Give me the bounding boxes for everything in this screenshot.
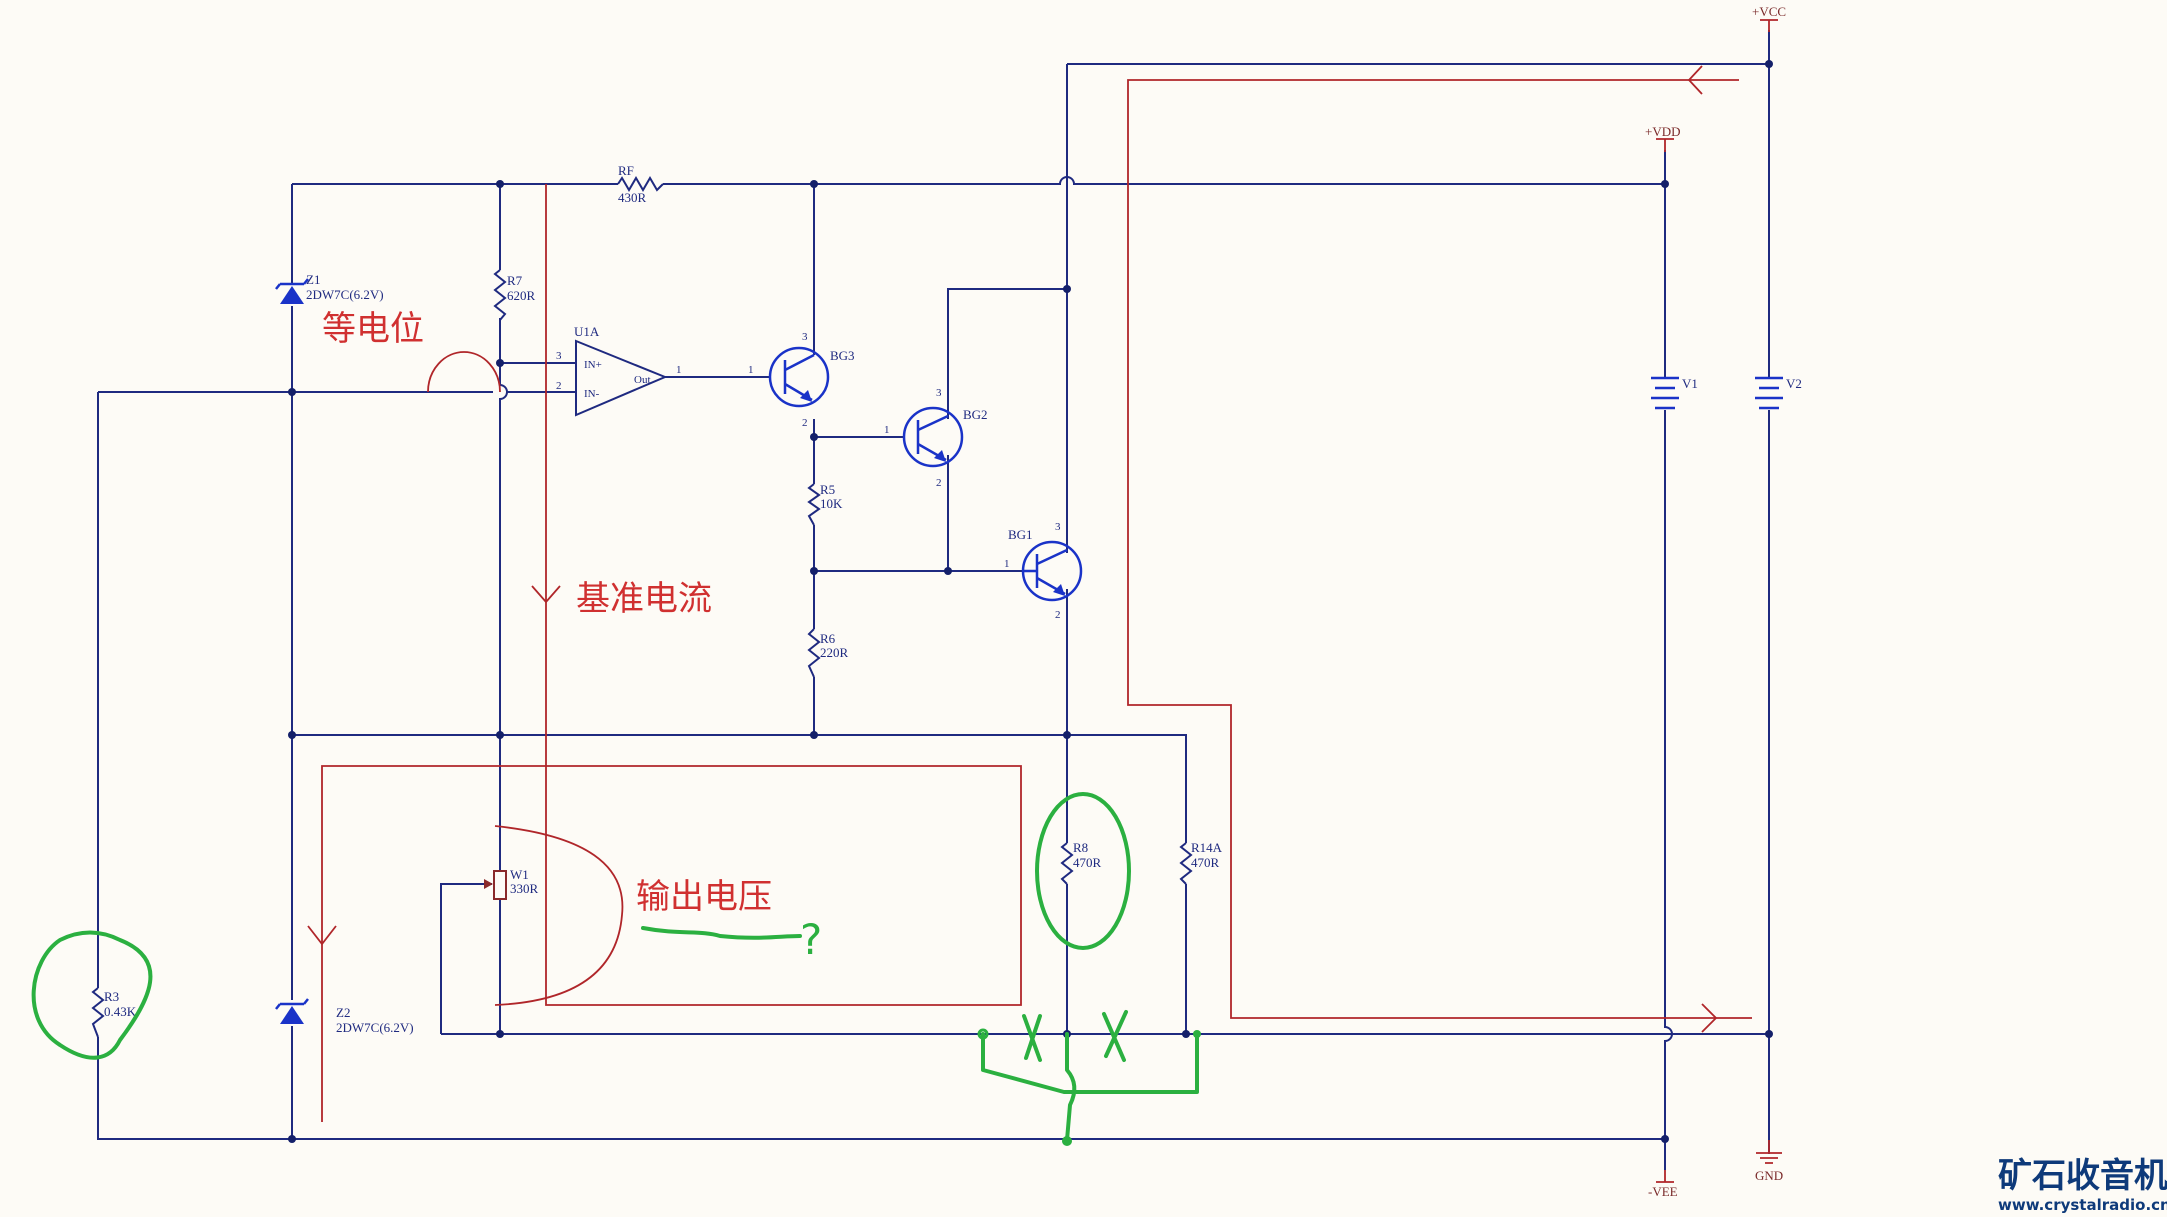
resistor-rf: RF 430R (617, 163, 664, 205)
z1-value: 2DW7C(6.2V) (306, 287, 384, 302)
bg3-pin3: 3 (802, 331, 808, 343)
zener-z2: Z2 2DW7C(6.2V) (275, 998, 414, 1035)
v1-ref: V1 (1682, 376, 1698, 391)
u1a-pin2: 2 (556, 380, 562, 392)
watermark-logo: 矿石收音机 www.crystalradio.cn (1998, 1156, 2167, 1214)
vee-label: -VEE (1648, 1184, 1678, 1199)
bg1-pin1: 1 (1004, 558, 1010, 570)
bg3-ref: BG3 (830, 348, 855, 363)
question-mark: ? (800, 915, 822, 964)
z2-value: 2DW7C(6.2V) (336, 1020, 414, 1035)
bg2-pin1: 1 (884, 424, 890, 436)
r5-ref: R5 (820, 482, 835, 497)
w1-value: 330R (510, 881, 539, 896)
battery-v1: V1 (1651, 376, 1698, 410)
z1-ref: Z1 (306, 272, 320, 287)
resistor-r5: R5 10K (807, 482, 843, 526)
red-annotations: 等电位 基准电流 输出电压 (307, 65, 1752, 1122)
green-annotations: ? (31, 792, 1201, 1146)
gnd-label: GND (1755, 1168, 1783, 1183)
bg2-pin3: 3 (936, 387, 942, 399)
transistor-bg3: BG3 1 3 2 (748, 331, 855, 429)
vcc-label: +VCC (1752, 4, 1786, 19)
resistor-r8: R8 470R (1060, 840, 1102, 885)
r14a-value: 470R (1191, 855, 1220, 870)
rf-ref: RF (618, 163, 634, 178)
u1a-ref: U1A (574, 324, 600, 339)
z2-ref: Z2 (336, 1005, 350, 1020)
w1-ref: W1 (510, 867, 529, 882)
r3-ref: R3 (104, 989, 119, 1004)
r8-value: 470R (1073, 855, 1102, 870)
watermark-name: 矿石收音机 (1998, 1156, 2167, 1196)
battery-v2: V2 (1755, 376, 1802, 410)
reference-current-note: 基准电流 (576, 579, 712, 619)
bg1-pin2: 2 (1055, 609, 1061, 621)
opamp-u1a: U1A IN+ IN- Out 3 2 1 (556, 324, 682, 417)
u1a-in-minus: IN- (584, 388, 600, 400)
rf-value: 430R (618, 190, 647, 205)
vdd-label: +VDD (1645, 124, 1681, 139)
r6-value: 220R (820, 645, 849, 660)
bg3-pin1: 1 (748, 364, 754, 376)
watermark-url: www.crystalradio.cn (1998, 1196, 2167, 1214)
bg1-pin3: 3 (1055, 521, 1061, 533)
bg2-ref: BG2 (963, 407, 988, 422)
r7-ref: R7 (507, 273, 523, 288)
v2-ref: V2 (1786, 376, 1802, 391)
r3-value: 0.43K (104, 1004, 137, 1019)
transistor-bg2: BG2 1 3 2 (884, 387, 988, 489)
r7-value: 620R (507, 288, 536, 303)
potentiometer-w1: W1 330R (484, 867, 539, 900)
bg3-pin2: 2 (802, 417, 808, 429)
transistor-bg1: BG1 1 3 2 (1004, 521, 1083, 621)
zener-z1: Z1 2DW7C(6.2V) (275, 272, 384, 304)
resistor-r6: R6 220R (807, 628, 849, 678)
resistor-r14a: R14A 470R (1179, 840, 1223, 885)
r8-ref: R8 (1073, 840, 1088, 855)
bg2-pin2: 2 (936, 477, 942, 489)
resistor-r7: R7 620R (493, 269, 536, 321)
u1a-pin1: 1 (676, 364, 682, 376)
equipotential-note: 等电位 (322, 309, 424, 349)
junctions (288, 60, 1773, 1143)
u1a-out: Out (634, 374, 651, 386)
r6-ref: R6 (820, 631, 836, 646)
u1a-in-plus: IN+ (584, 359, 602, 371)
power-ports: +VCC +VDD -VEE GND (1645, 4, 1786, 1199)
resistor-r3: R3 0.43K (91, 987, 137, 1038)
wires (97, 30, 1770, 1170)
bg1-ref: BG1 (1008, 527, 1033, 542)
r14a-ref: R14A (1191, 840, 1223, 855)
r5-value: 10K (820, 496, 843, 511)
output-voltage-note: 输出电压 (636, 877, 772, 917)
u1a-pin3: 3 (556, 350, 562, 362)
